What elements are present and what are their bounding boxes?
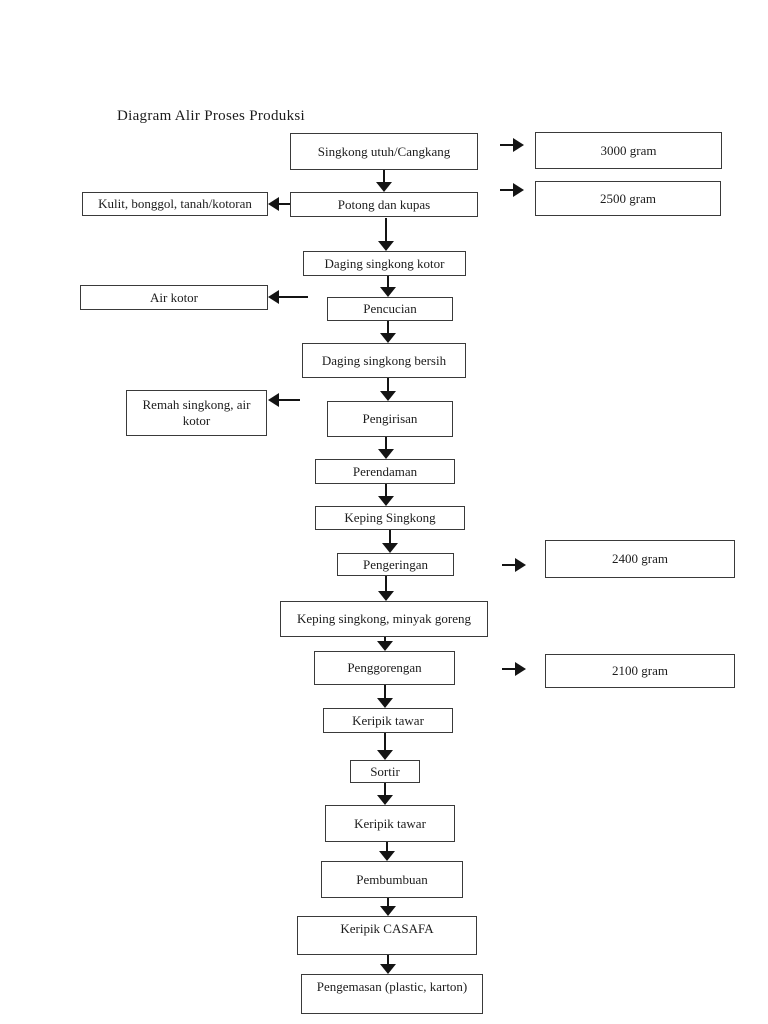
- right-arrow-3000: [500, 138, 524, 152]
- byproduct-kulit-bonggol: Kulit, bonggol, tanah/kotoran: [82, 192, 268, 216]
- node-pengemasan: Pengemasan (plastic, karton): [301, 974, 483, 1014]
- node-perendaman: Perendaman: [315, 459, 455, 484]
- down-arrow-2: [378, 218, 394, 251]
- down-arrow-5: [380, 378, 396, 401]
- node-daging-singkong-kotor: Daging singkong kotor: [303, 251, 466, 276]
- down-arrow-6: [378, 437, 394, 459]
- down-arrow-12: [377, 733, 393, 760]
- down-arrow-3: [380, 276, 396, 297]
- down-arrow-13: [377, 783, 393, 805]
- right-arrow-2400: [502, 558, 526, 572]
- node-pencucian: Pencucian: [327, 297, 453, 321]
- node-pembumbuan: Pembumbuan: [321, 861, 463, 898]
- down-arrow-16: [380, 955, 396, 974]
- node-pengeringan: Pengeringan: [337, 553, 454, 576]
- down-arrow-7: [378, 484, 394, 506]
- node-penggorengan: Penggorengan: [314, 651, 455, 685]
- down-arrow-11: [377, 685, 393, 708]
- weight-2400-gram: 2400 gram: [545, 540, 735, 578]
- diagram-title: Diagram Alir Proses Produksi: [117, 108, 305, 124]
- byproduct-air-kotor: Air kotor: [80, 285, 268, 310]
- right-arrow-2100: [502, 662, 526, 676]
- down-arrow-10: [377, 637, 393, 651]
- down-arrow-4: [380, 321, 396, 343]
- weight-2500-gram: 2500 gram: [535, 181, 721, 216]
- left-arrow-air-kotor: [268, 290, 308, 304]
- node-keping-singkong: Keping Singkong: [315, 506, 465, 530]
- left-arrow-kulit: [268, 197, 290, 211]
- down-arrow-14: [379, 842, 395, 861]
- node-pengirisan: Pengirisan: [327, 401, 453, 437]
- down-arrow-15: [380, 898, 396, 916]
- down-arrow-9: [378, 576, 394, 601]
- down-arrow-1: [376, 170, 392, 192]
- right-arrow-2500: [500, 183, 524, 197]
- byproduct-remah-singkong: Remah singkong, air kotor: [126, 390, 267, 436]
- down-arrow-8: [382, 530, 398, 553]
- node-keripik-casafa: Keripik CASAFA: [297, 916, 477, 955]
- weight-3000-gram: 3000 gram: [535, 132, 722, 169]
- node-keripik-tawar-1: Keripik tawar: [323, 708, 453, 733]
- node-keping-singkong-minyak-goreng: Keping singkong, minyak goreng: [280, 601, 488, 637]
- node-daging-singkong-bersih: Daging singkong bersih: [302, 343, 466, 378]
- node-keripik-tawar-2: Keripik tawar: [325, 805, 455, 842]
- weight-2100-gram: 2100 gram: [545, 654, 735, 688]
- node-sortir: Sortir: [350, 760, 420, 783]
- left-arrow-remah: [268, 393, 300, 407]
- node-potong-dan-kupas: Potong dan kupas: [290, 192, 478, 217]
- node-singkong-utuh-cangkang: Singkong utuh/Cangkang: [290, 133, 478, 170]
